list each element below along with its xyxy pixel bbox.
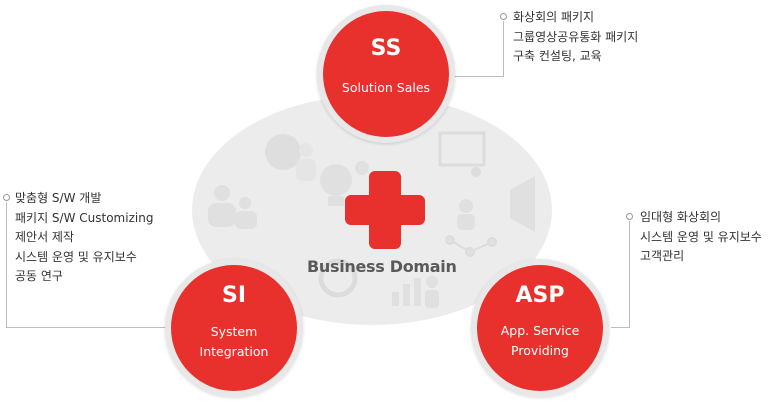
asp-subtitle-line: Providing [511, 343, 569, 358]
ss-connector-dot [500, 13, 507, 20]
si-abbr: SI [221, 283, 247, 308]
ss-connector-line [503, 21, 504, 77]
ss-desc-line: 구축 컨설팅, 교육 [513, 49, 602, 63]
globe-people-icon [265, 134, 316, 181]
network-icon [445, 235, 497, 257]
ss-desc-line: 그룹영상공유통화 패키지 [513, 29, 639, 44]
asp-abbr: ASP [515, 283, 565, 308]
people-icon [208, 185, 257, 229]
asp-circle: ASP App. Service Providing [477, 265, 603, 391]
gear-icon [318, 258, 358, 298]
si-desc-line: 패키지 S/W Customizing [15, 210, 154, 225]
asp-desc-line: 고객관리 [640, 249, 685, 263]
ss-description: 화상회의 패키지 그룹영상공유통화 패키지 구축 컨설팅, 교육 [513, 8, 638, 67]
ss-circle: SS Solution Sales [323, 11, 449, 137]
asp-connector-dot [626, 213, 633, 220]
ss-desc-line: 화상회의 패키지 [513, 10, 595, 24]
si-connector-dot [3, 194, 10, 201]
ss-abbr: SS [370, 36, 402, 61]
si-circle: SI System Integration [171, 265, 297, 391]
asp-description: 임대형 화상회의 시스템 운영 및 유지보수 고객관리 [640, 208, 762, 267]
asp-subtitle-line: App. Service [500, 323, 580, 338]
chart-icon [392, 276, 439, 308]
si-desc-line: 제안서 제작 [15, 230, 75, 244]
si-connector-line [6, 327, 169, 328]
si-desc-line: 맞춤형 S/W 개발 [15, 191, 102, 205]
asp-desc-line: 임대형 화상회의 [640, 210, 722, 224]
si-subtitle-line: Integration [199, 344, 269, 359]
lightbulb-icon [320, 161, 369, 206]
si-desc-line: 시스템 운영 및 유지보수 [15, 249, 137, 264]
center-label: Business Domain [307, 257, 457, 276]
si-subtitle-line: System [210, 324, 258, 339]
speaker-icon [457, 176, 535, 232]
ss-subtitle: Solution Sales [341, 80, 431, 95]
asp-connector-line [629, 221, 630, 328]
si-desc-line: 공동 연구 [15, 269, 63, 283]
presentation-icon [438, 131, 486, 177]
si-description: 맞춤형 S/W 개발 패키지 S/W Customizing 제안서 제작 시스… [15, 189, 153, 287]
asp-desc-line: 시스템 운영 및 유지보수 [640, 229, 762, 244]
si-connector-line [6, 202, 7, 328]
asp-connector-line [611, 327, 630, 328]
ss-connector-line [448, 76, 504, 77]
